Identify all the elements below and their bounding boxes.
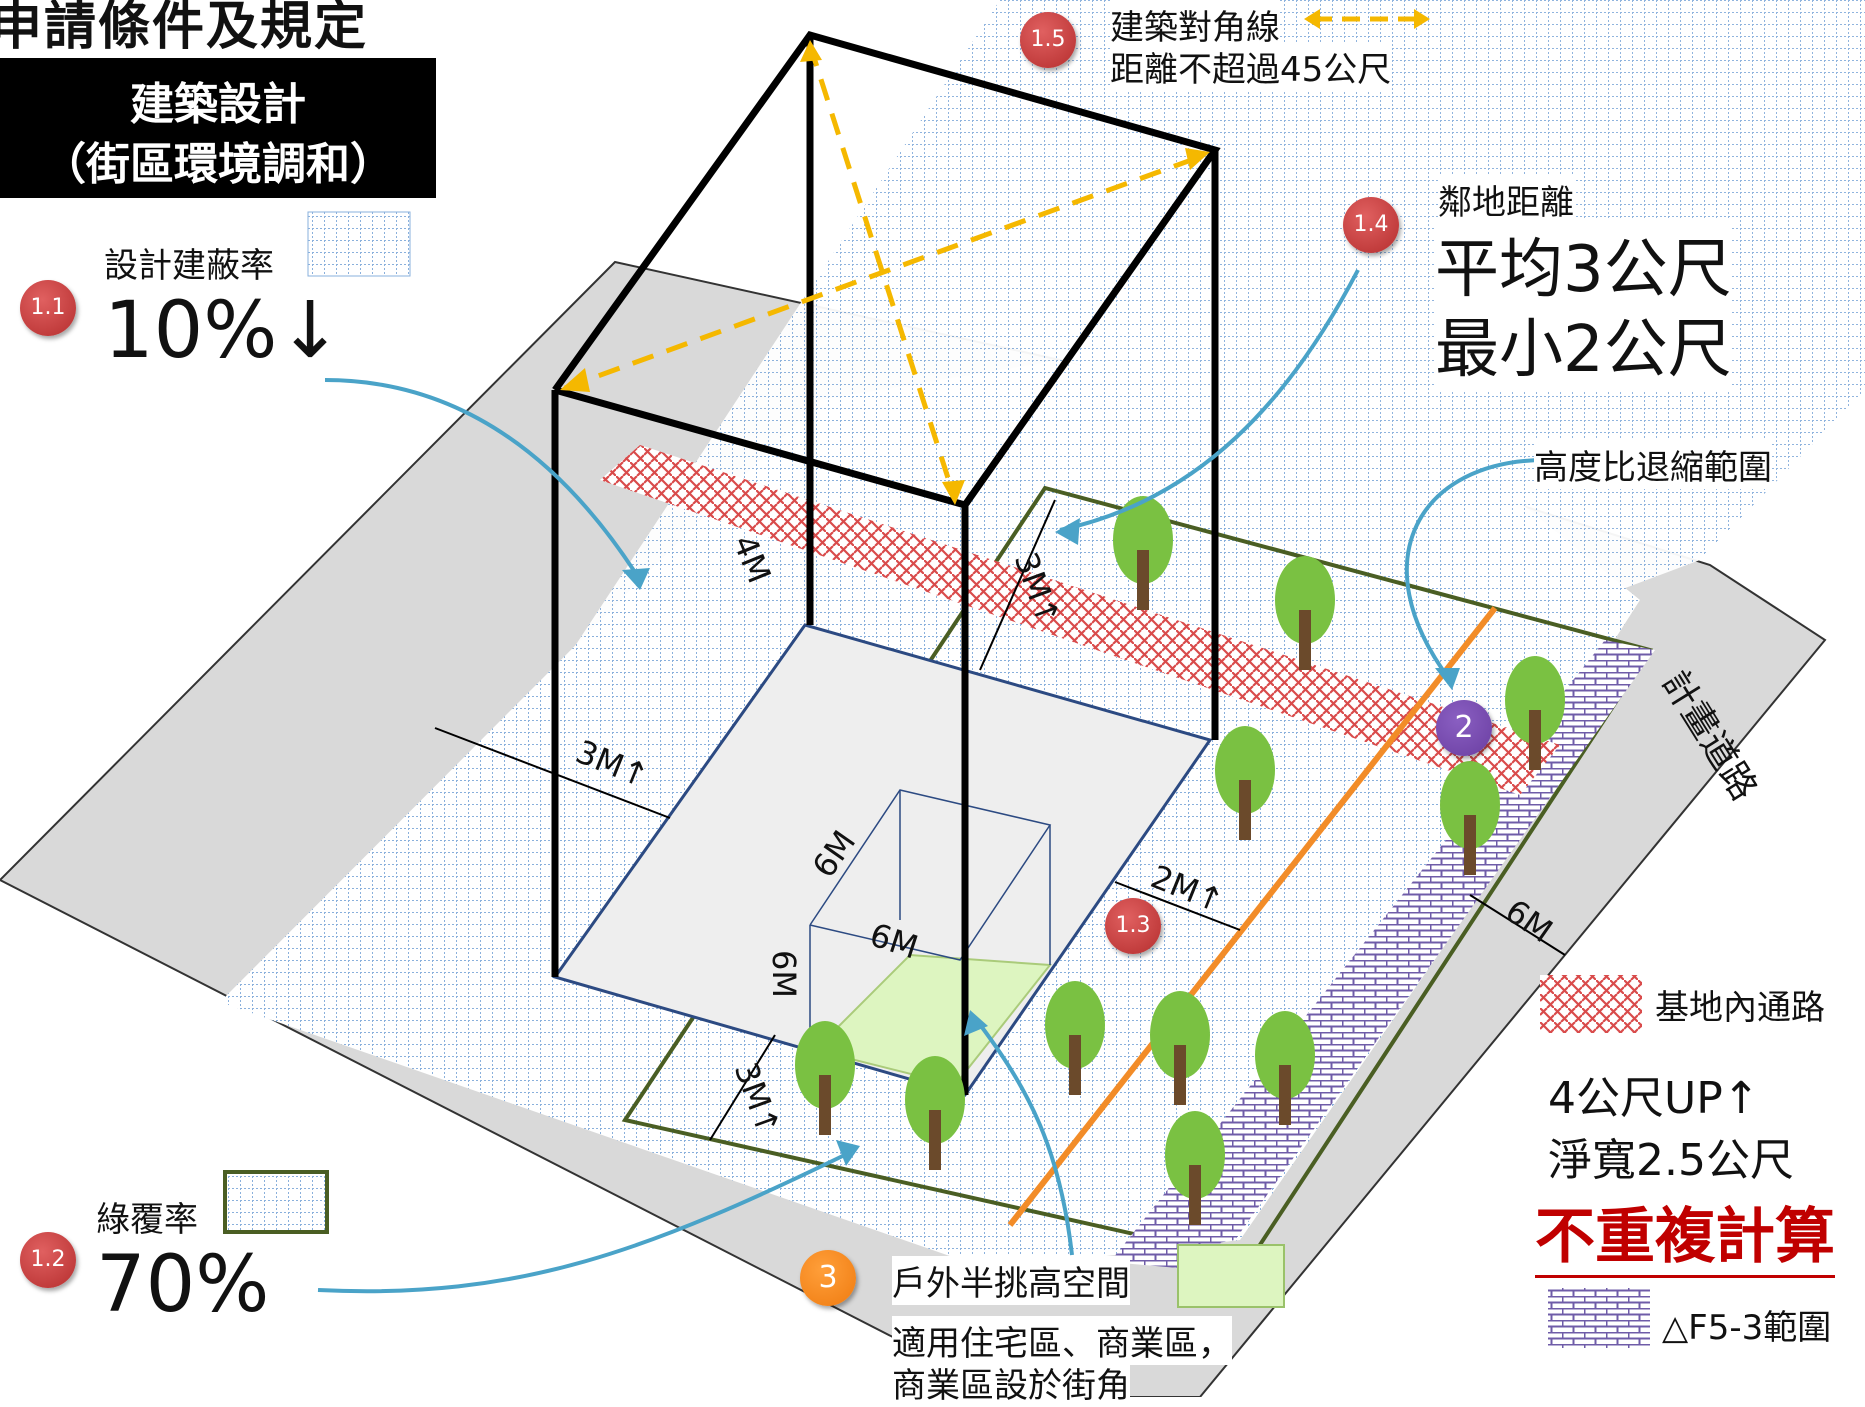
dim-6m-c: 6M	[764, 950, 803, 998]
badge-1-5: 1.5	[1020, 12, 1076, 68]
road-note-1: 4公尺UP↑	[1548, 1073, 1760, 1124]
callout-arrows	[317, 269, 1546, 1294]
road-note-2: 淨寬2.5公尺	[1548, 1135, 1794, 1186]
f5-range-legend: △F5-3範圍	[1662, 1308, 1832, 1348]
neighbor-label: 鄰地距離	[1438, 175, 1574, 224]
building-frame	[551, 30, 1221, 1095]
design-title-line1: 建築設計	[130, 79, 306, 130]
road-note-3: 不重複計算	[1535, 1188, 1835, 1278]
internal-road-swatch	[1540, 975, 1642, 1033]
diagonal-line1: 建築對角線	[1110, 0, 1280, 49]
arrowheads	[622, 518, 1460, 1166]
diagonal-line2: 距離不超過45公尺	[1110, 42, 1392, 91]
diagonal-lines	[564, 44, 1206, 501]
neighbor-line2: 最小2公尺	[1435, 298, 1732, 390]
neighbor-line1: 平均3公尺	[1435, 218, 1732, 310]
coverage-swatch	[307, 211, 411, 277]
green-label: 綠覆率	[96, 1200, 198, 1240]
badge-1-3: 1.3	[1105, 898, 1161, 954]
green-swatch	[223, 1170, 329, 1234]
badge-1-1: 1.1	[20, 280, 76, 336]
badge-3: 3	[800, 1250, 856, 1306]
badge-1-2: 1.2	[20, 1232, 76, 1288]
internal-road-legend: 基地內通路	[1655, 988, 1825, 1028]
page-title: 申請條件及規定	[0, 0, 369, 57]
f5-range-band-2	[1110, 1040, 1360, 1270]
tree-group	[795, 496, 1565, 1225]
outdoor-line2: 商業區設於街角	[892, 1358, 1130, 1407]
green-value: 70%	[96, 1240, 270, 1330]
height-ratio-label: 高度比退縮範圍	[1534, 440, 1772, 489]
coverage-value: 10%↓	[104, 286, 343, 376]
height-ratio-line	[1007, 606, 1498, 1227]
outdoor-line1: 適用住宅區、商業區，	[892, 1316, 1232, 1365]
badge-1-4: 1.4	[1343, 197, 1399, 253]
outdoor-swatch	[1177, 1244, 1285, 1308]
diagonal-arrowheads	[560, 40, 1210, 505]
dimension-lines	[434, 499, 1566, 1141]
design-title-box: 建築設計 （街區環境調和）	[0, 58, 436, 198]
diagonal-legend-arrow	[1304, 9, 1430, 29]
design-title-line2: （街區環境調和）	[42, 139, 394, 190]
outdoor-label: 戶外半挑高空間	[892, 1256, 1130, 1305]
badge-2: 2	[1436, 700, 1492, 756]
coverage-label: 設計建蔽率	[104, 246, 274, 286]
outdoor-cube	[809, 789, 1052, 1060]
f5-range-swatch	[1548, 1288, 1650, 1348]
internal-road-band	[600, 445, 1560, 795]
